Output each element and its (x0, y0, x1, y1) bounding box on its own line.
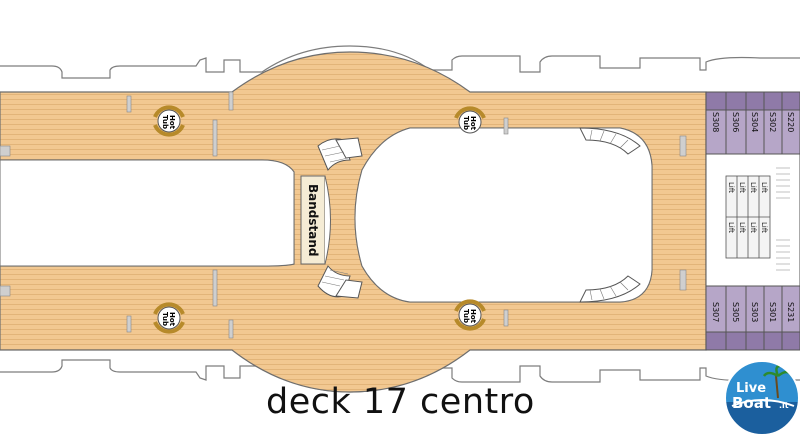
lift-label: Lift (727, 182, 735, 193)
hot-tub-2: Hot Tub (454, 106, 486, 134)
hot-tub-label: Hot (469, 309, 477, 324)
hot-tub-label: Tub (462, 116, 470, 130)
hot-tub-label: Hot (469, 116, 477, 131)
lift-label: Lift (760, 182, 768, 193)
cabin-label: S306 (731, 112, 740, 132)
cabin-label: S220 (786, 112, 795, 132)
cabin-label: S305 (731, 302, 740, 322)
hot-tub-label: Tub (462, 309, 470, 323)
hot-tub-label: Hot (168, 312, 176, 327)
lift-label: Lift (749, 222, 757, 233)
cabins-bottom (705, 285, 800, 351)
hot-tub-3: Hot Tub (153, 302, 185, 334)
bandstand-label: Bandstand (306, 184, 320, 257)
cabins-top (705, 91, 800, 155)
cabin-label: S303 (750, 302, 759, 322)
lift-lobby: Lift Lift Lift Lift Lift Lift Lift Lift (705, 153, 800, 287)
lift-label: Lift (727, 222, 735, 233)
lift-label: Lift (738, 222, 746, 233)
hot-tub-label: Tub (161, 312, 169, 326)
liveboat-logo: Live Boat .it (724, 360, 800, 436)
hot-tub-4: Hot Tub (454, 299, 486, 331)
lift-label: Lift (738, 182, 746, 193)
stairs (317, 127, 641, 303)
hot-tub-1: Hot Tub (153, 105, 185, 137)
cabin-label: S301 (768, 302, 777, 322)
bandstand: Bandstand (300, 175, 331, 265)
cabin-label: S307 (711, 302, 720, 322)
lift-label: Lift (760, 222, 768, 233)
hot-tub-label: Tub (161, 115, 169, 129)
logo-text-it: .it (779, 401, 789, 410)
cabin-label: S308 (711, 112, 720, 132)
cabin-label: S231 (786, 302, 795, 322)
hot-tub-label: Hot (168, 115, 176, 130)
logo-text-live: Live (736, 381, 766, 396)
cabin-label: S302 (768, 112, 777, 132)
deck-title: deck 17 centro (266, 382, 535, 422)
lift-label: Lift (749, 182, 757, 193)
cabin-label: S304 (750, 112, 759, 132)
logo-text-boat: Boat (732, 394, 771, 412)
